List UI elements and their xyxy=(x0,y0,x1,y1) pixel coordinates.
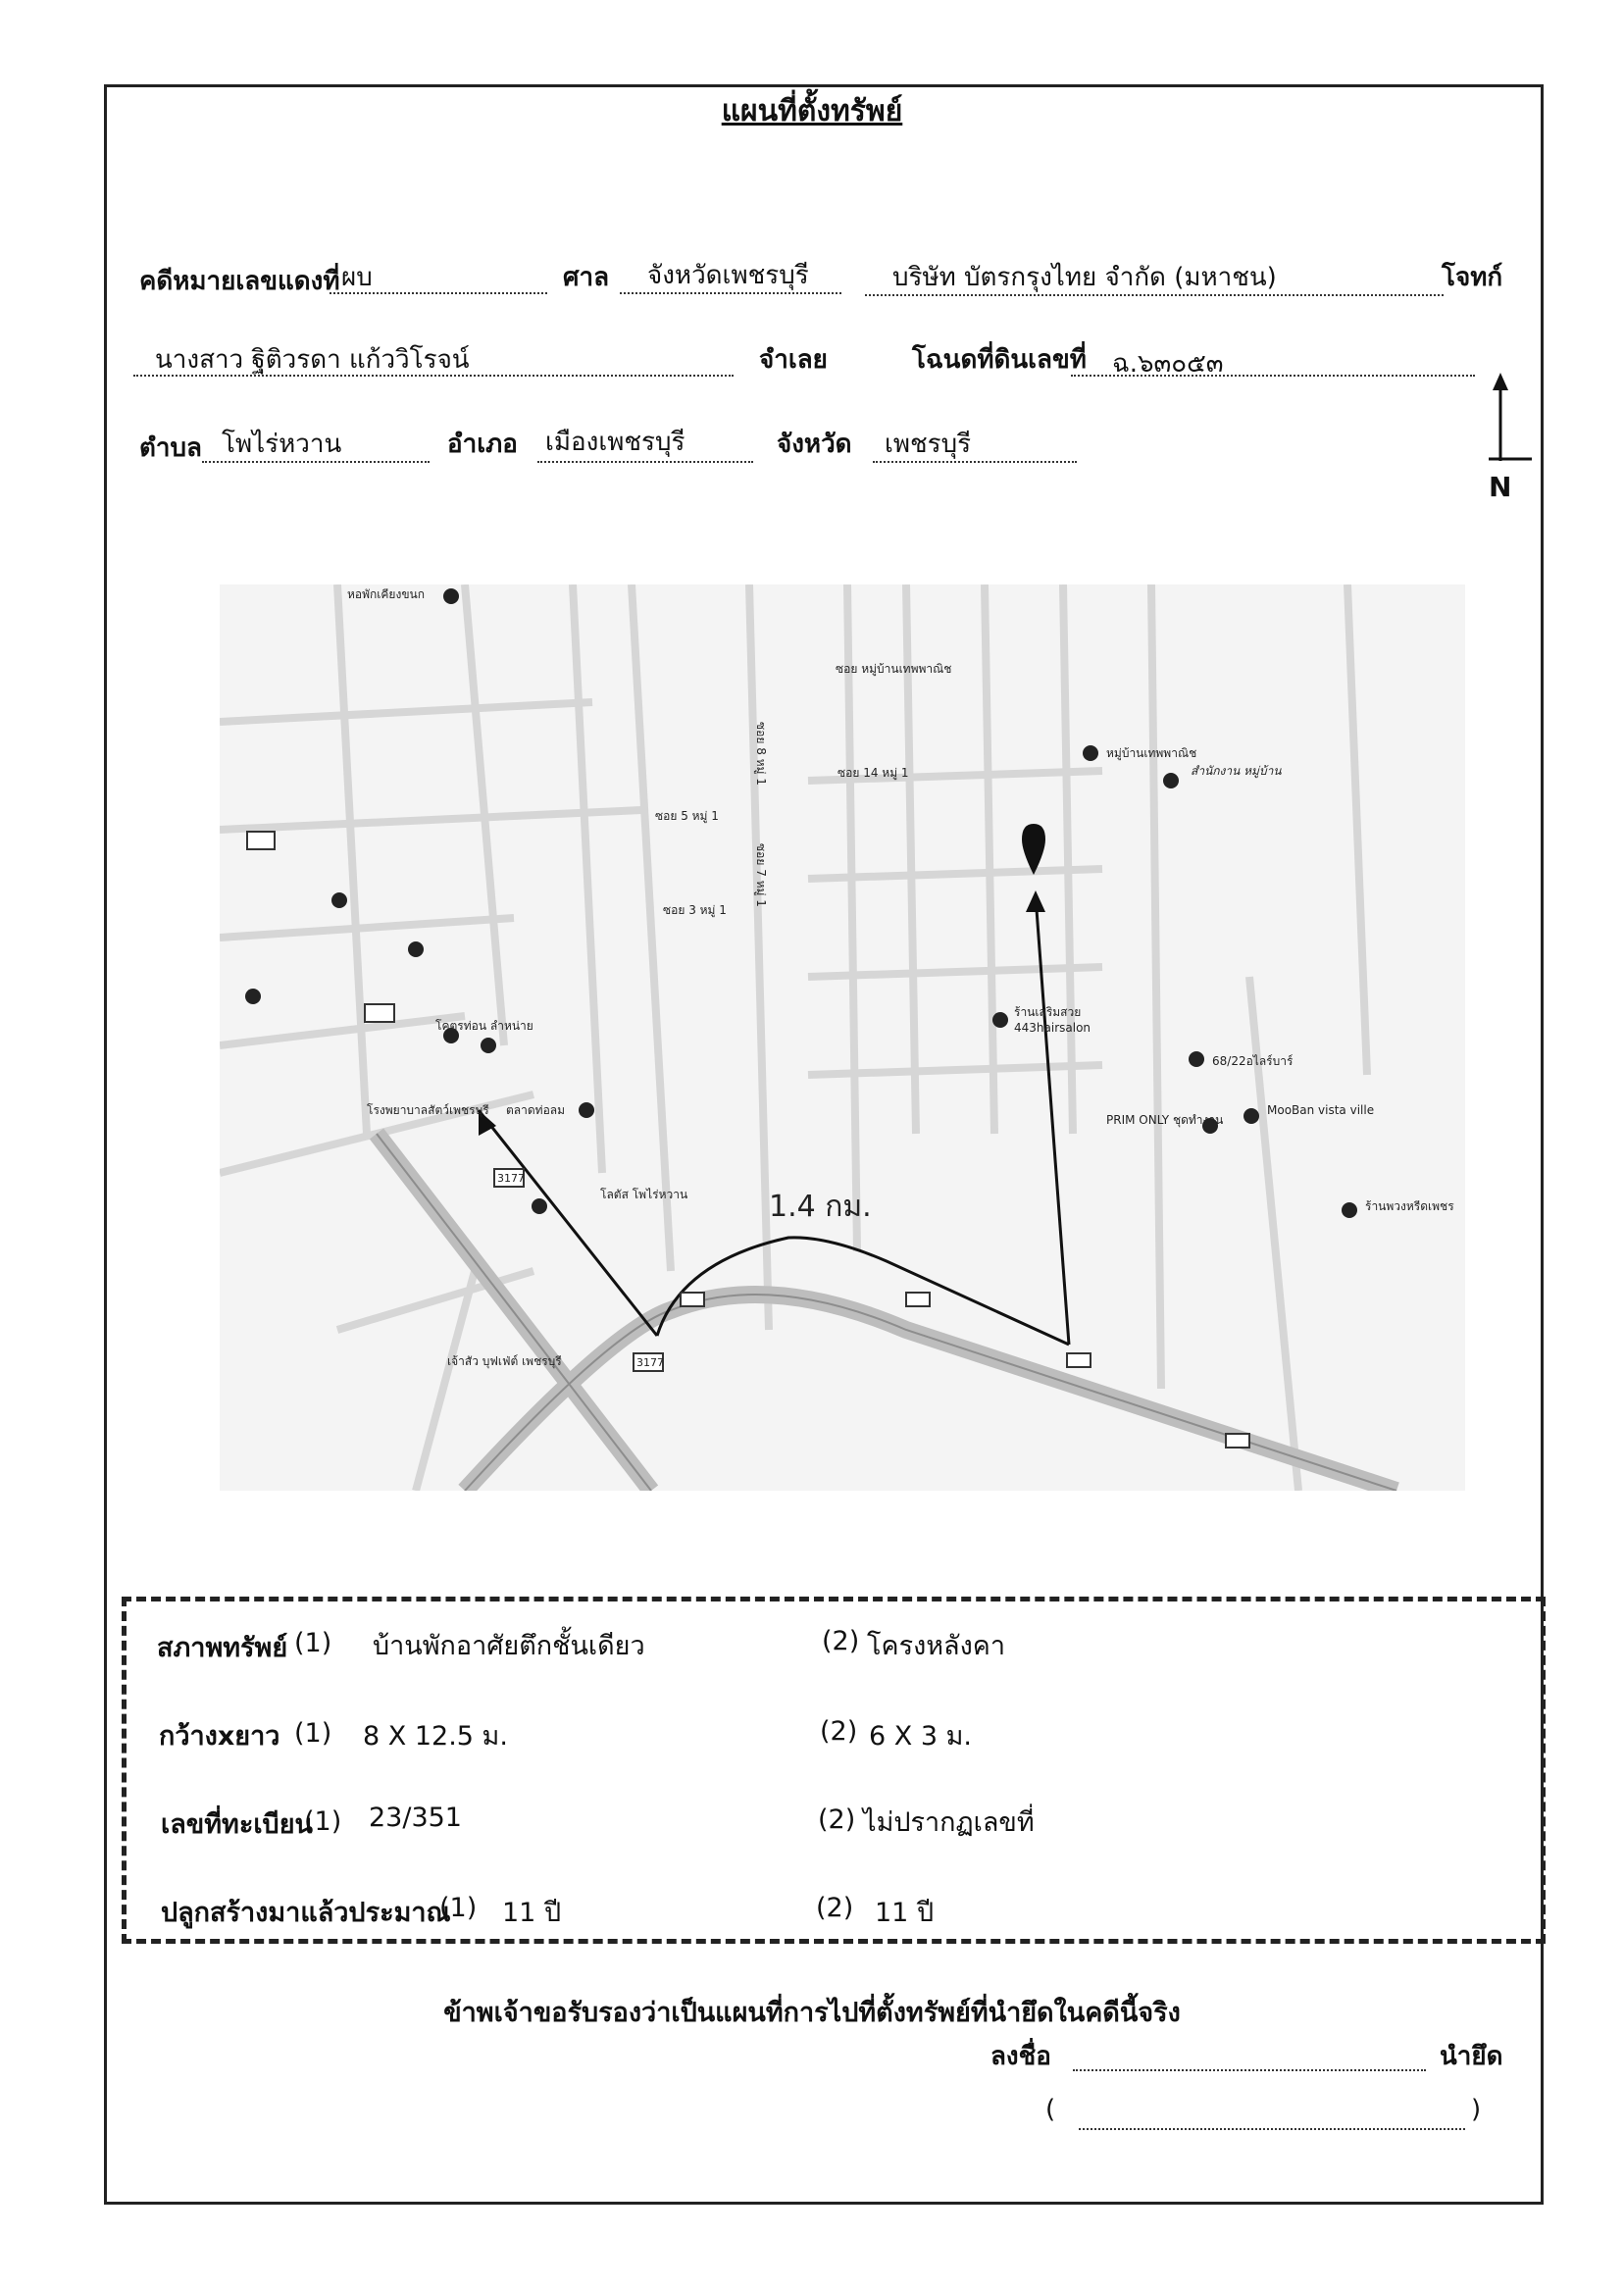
plaintiff-line xyxy=(865,294,1444,296)
condition-value-1: บ้านพักอาศัยตึกชั้นเดียว xyxy=(373,1631,645,1661)
certification-statement: ข้าพเจ้าขอรับรองว่าเป็นแผนที่การไปที่ตั้… xyxy=(443,1998,1181,2028)
map-label: ร้านเสริมสวย xyxy=(1014,1005,1081,1019)
condition-n2: (2) xyxy=(822,1626,860,1656)
plaintiff-label: โจทก์ xyxy=(1442,263,1503,292)
age-value-2: 11 ปี xyxy=(875,1898,935,1928)
map-label: โรงพยาบาลสัตว์เพชรบุรี xyxy=(367,1103,489,1118)
map-label: ซอย 8 หมู่ 1 xyxy=(753,722,768,786)
registration-value-2: ไม่ปรากฏเลขที่ xyxy=(863,1807,1035,1838)
map-label: ซอย 5 หมู่ 1 xyxy=(655,809,719,824)
deed-value: ฉ.๖๓๐๕๓ xyxy=(1112,349,1224,379)
map-label: ซอย 3 หมู่ 1 xyxy=(663,903,727,918)
seizer-label: นำยึด xyxy=(1440,2042,1503,2071)
map-label: หอพักเคียงขนก xyxy=(347,587,425,601)
map-label: เจ้าสัว บุฟเฟ่ต์ เพชรบุรี xyxy=(447,1354,562,1369)
map-label: ร้านพวงหรีดเพชร xyxy=(1365,1199,1454,1213)
court-line xyxy=(620,292,841,294)
map-label: สำนักงาน หมู่บ้าน xyxy=(1191,764,1282,779)
destination-pin-icon xyxy=(1022,824,1045,875)
map-label: 68/22อไลร์บาร์ xyxy=(1212,1054,1294,1068)
map-label: ซอย 14 หมู่ 1 xyxy=(837,766,909,781)
condition-n1: (1) xyxy=(294,1628,332,1658)
plaintiff-value: บริษัท บัตรกรุงไทย จำกัด (มหาชน) xyxy=(892,263,1277,292)
map-label: ซอย หมู่บ้านเทพพาณิช xyxy=(836,662,951,677)
open-paren: ( xyxy=(1045,2095,1056,2124)
registration-label: เลขที่ทะเบียน xyxy=(161,1809,313,1840)
district-line xyxy=(537,461,753,463)
court-label: ศาล xyxy=(563,263,610,292)
age-label: ปลูกสร้างมาแล้วประมาณ xyxy=(161,1898,451,1928)
name-line xyxy=(1079,2128,1465,2130)
map-label: 3177 xyxy=(497,1172,525,1185)
sign-label: ลงชื่อ xyxy=(990,2042,1051,2071)
distance-label: 1.4 กม. xyxy=(769,1190,872,1224)
registration-n2: (2) xyxy=(818,1804,856,1835)
deed-line xyxy=(1071,375,1475,377)
map-label: โคตรท่อน ลำหน่าย xyxy=(435,1019,533,1033)
province-line xyxy=(873,461,1077,463)
age-n2: (2) xyxy=(816,1893,854,1923)
subdistrict-label: ตำบล xyxy=(139,433,202,463)
close-paren: ) xyxy=(1471,2095,1482,2124)
dimension-value-2: 6 X 3 ม. xyxy=(869,1721,972,1752)
district-label: อำเภอ xyxy=(447,430,518,459)
deed-label: โฉนดที่ดินเลขที่ xyxy=(912,345,1087,375)
property-details-box xyxy=(122,1597,1546,1944)
map-label: PRIM ONLY ชุดทำงาน xyxy=(1106,1113,1223,1128)
province-label: จังหวัด xyxy=(777,430,852,459)
dimension-label: กว้างxยาว xyxy=(159,1721,280,1752)
signature-line xyxy=(1073,2069,1426,2071)
district-value: เมืองเพชรบุรี xyxy=(545,428,685,457)
location-map: หอพักเคียงขนก ซอย หมู่บ้านเทพพาณิช ซอย 8… xyxy=(220,584,1465,1491)
subdistrict-line xyxy=(202,461,430,463)
age-value-1: 11 ปี xyxy=(502,1898,562,1928)
map-label: ตลาดท่อลม xyxy=(506,1103,565,1117)
condition-label: สภาพทรัพย์ xyxy=(157,1633,288,1663)
map-label: 3177 xyxy=(636,1356,664,1369)
case-value: ผบ xyxy=(341,263,373,292)
map-label: ซอย 7 หมู่ 1 xyxy=(753,843,768,907)
province-value: เพชรบุรี xyxy=(885,430,972,459)
map-label: หมู่บ้านเทพพาณิช xyxy=(1106,746,1196,761)
case-line xyxy=(330,292,547,294)
condition-value-2: โครงหลังคา xyxy=(867,1631,1005,1661)
defendant-line xyxy=(133,375,734,377)
age-n1: (1) xyxy=(439,1893,478,1923)
map-label: 443hairsalon xyxy=(1014,1021,1091,1035)
north-arrow-icon: N xyxy=(1489,373,1548,514)
dimension-n2: (2) xyxy=(820,1716,858,1747)
dimension-value-1: 8 X 12.5 ม. xyxy=(363,1721,508,1752)
document-frame xyxy=(104,84,1544,2205)
registration-value-1: 23/351 xyxy=(369,1803,462,1833)
subdistrict-value: โพไร่หวาน xyxy=(222,430,342,459)
map-label: โลตัส โพไร่หวาน xyxy=(600,1188,687,1201)
page-title: แผนที่ตั้งทรัพย์ xyxy=(721,94,903,128)
north-label: N xyxy=(1489,471,1512,503)
defendant-label: จำเลย xyxy=(759,345,828,375)
defendant-value: นางสาว ฐิติวรดา แก้ววิโรจน์ xyxy=(155,345,470,375)
dimension-n1: (1) xyxy=(294,1718,332,1749)
map-label: MooBan vista ville xyxy=(1267,1103,1374,1117)
registration-n1: (1) xyxy=(304,1806,342,1837)
case-label: คดีหมายเลขแดงที่ xyxy=(139,267,340,296)
court-value: จังหวัดเพชรบุรี xyxy=(647,261,809,290)
